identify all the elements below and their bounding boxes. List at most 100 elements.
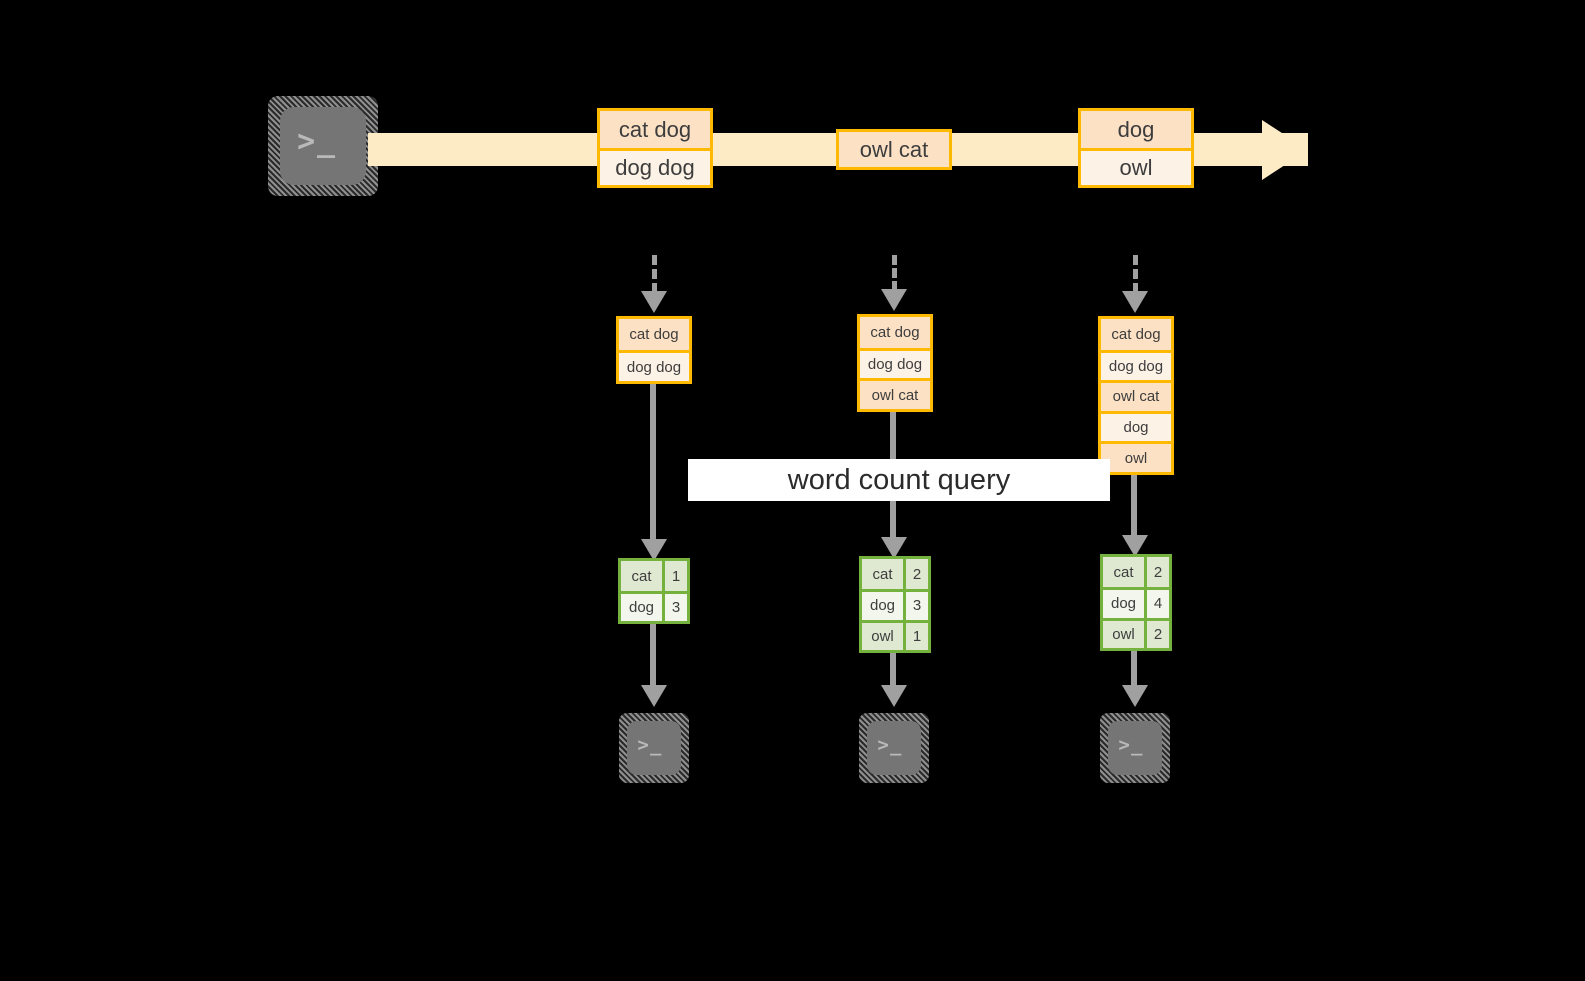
trigger-3-input-line-3: owl cat [1101,380,1171,411]
trigger-1-result-row-2: dog 3 [621,591,687,621]
text: dog [869,597,896,615]
trigger-3-sink-terminal-prompt: >_ [1118,733,1144,756]
trigger-1-query-connector-head-icon [641,539,667,561]
trigger-2-result-row-1: cat 2 [862,559,928,590]
count-cell: 2 [1147,620,1169,648]
trigger-2-result-table: cat 2 dog 3 owl 1 [859,556,931,653]
text: dog [1123,419,1149,437]
text: 2 [912,565,922,583]
trigger-3-stream-connector-line [1133,255,1138,293]
text: 3 [912,597,922,615]
text: dog dog [1108,357,1164,375]
stream-batch-2: owl cat [836,129,952,170]
query-label: word count query [787,463,1011,496]
trigger-1-sink-terminal-prompt: >_ [637,733,663,756]
stream-batch-3: dog owl [1078,108,1194,188]
stream-batch-1: cat dog dog dog [597,108,713,188]
trigger-3-query-connector-line [1131,475,1137,542]
text: dog [1117,116,1155,142]
trigger-3-input-line-4: dog [1101,410,1171,442]
trigger-3-input-table: cat dog dog dog owl cat dog owl [1098,316,1174,475]
text: 1 [912,627,922,645]
stream-batch-1-line-2: dog dog [600,148,710,185]
trigger-1-result-row-1: cat 1 [621,561,687,591]
trigger-3-sink-connector-line [1131,651,1137,689]
text: owl [1119,155,1153,180]
trigger-3-input-line-2: dog dog [1101,349,1171,381]
word-cell: cat [621,561,665,591]
word-cell: cat [1103,557,1147,588]
text: cat dog [618,116,692,142]
trigger-2-input-line-2: dog dog [860,347,930,379]
trigger-1-result-table: cat 1 dog 3 [618,558,690,624]
trigger-1-input-line-2: dog dog [619,350,689,381]
text: dog dog [867,356,923,373]
text: cat dog [870,323,920,341]
trigger-2-sink-connector-line [890,653,896,689]
trigger-1-sink-connector-line [650,624,656,689]
text: 3 [671,599,681,616]
text: dog dog [626,358,682,376]
trigger-3-result-row-3: owl 2 [1103,617,1169,648]
word-cell: owl [1103,620,1147,648]
trigger-2-query-connector-head-icon [881,537,907,559]
source-terminal-icon: >_ [268,96,378,196]
trigger-3-sink-terminal-icon: >_ [1100,713,1170,783]
trigger-2-result-row-2: dog 3 [862,589,928,620]
text: 2 [1153,563,1163,581]
trigger-3-query-connector-head-icon [1122,535,1148,557]
trigger-1-stream-connector-line [652,255,657,293]
text: owl cat [1112,388,1160,406]
trigger-1-sink-connector-head-icon [641,685,667,707]
text: 2 [1153,625,1163,643]
trigger-2-input-line-3: owl cat [860,378,930,409]
text: owl [1124,449,1148,467]
trigger-3-stream-connector-head-icon [1122,291,1148,313]
stream-batch-3-line-2: owl [1081,148,1191,185]
text: owl [871,627,894,645]
trigger-1-sink-terminal-icon: >_ [619,713,689,783]
trigger-2-stream-connector-head-icon [881,289,907,311]
text: cat [872,565,893,583]
trigger-1-input-line-1: cat dog [619,319,689,350]
count-cell: 3 [665,594,687,621]
trigger-3-input-line-1: cat dog [1101,319,1171,350]
trigger-2-result-row-3: owl 1 [862,619,928,650]
stream-batch-1-line-1: cat dog [600,111,710,148]
trigger-3-sink-connector-head-icon [1122,685,1148,707]
trigger-1-stream-connector-head-icon [641,291,667,313]
count-cell: 2 [1147,557,1169,588]
word-cell: owl [862,622,906,650]
count-cell: 1 [906,622,928,650]
text: cat dog [629,326,679,343]
count-cell: 1 [665,561,687,591]
text: owl cat [859,136,929,162]
trigger-1-query-connector-line [650,384,656,544]
source-terminal-prompt: >_ [297,124,337,159]
trigger-3-result-table: cat 2 dog 4 owl 2 [1100,554,1172,651]
stream-arrow-head-icon [1262,120,1308,180]
word-cell: dog [1103,590,1147,618]
trigger-2-stream-connector-line [892,255,897,291]
text: dog [628,599,655,616]
stream-batch-3-line-1: dog [1081,111,1191,148]
text: dog dog [615,155,695,180]
trigger-2-input-table: cat dog dog dog owl cat [857,314,933,412]
trigger-2-sink-terminal-prompt: >_ [877,733,903,756]
query-banner: word count query [688,459,1110,501]
trigger-2-sink-terminal-icon: >_ [859,713,929,783]
word-cell: dog [862,592,906,620]
word-cell: cat [862,559,906,590]
text: owl [1112,625,1135,643]
count-cell: 2 [906,559,928,590]
trigger-3-input-line-5: owl [1101,441,1171,472]
count-cell: 4 [1147,590,1169,618]
text: 4 [1153,595,1163,613]
text: cat dog [1111,325,1161,343]
trigger-2-sink-connector-head-icon [881,685,907,707]
text: owl cat [871,386,919,404]
trigger-3-result-row-2: dog 4 [1103,587,1169,618]
text: 1 [671,567,681,585]
stream-batch-2-line-1: owl cat [839,132,949,167]
